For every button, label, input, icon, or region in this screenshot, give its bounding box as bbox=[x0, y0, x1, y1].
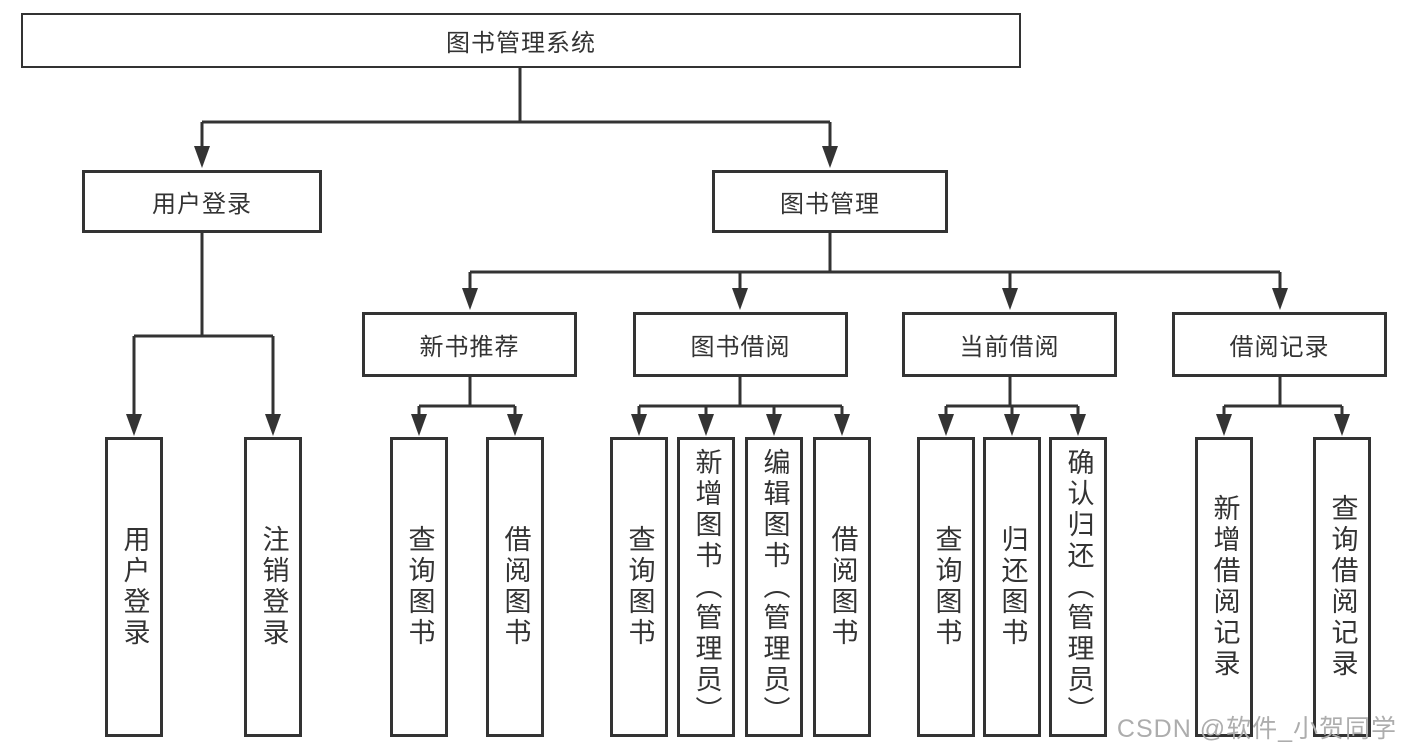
leaf-return-books: 归还图书 bbox=[983, 437, 1041, 737]
leaf-query-borrow-record: 查询借阅记录 bbox=[1313, 437, 1371, 737]
node-current-borrowing: 当前借阅 bbox=[902, 312, 1117, 377]
connector-recommend bbox=[417, 377, 517, 418]
leaf-add-books-admin: 新增图书（管理员） bbox=[677, 437, 735, 737]
connector-records bbox=[1222, 377, 1344, 418]
node-user-login: 用户登录 bbox=[82, 170, 322, 233]
leaf-query-books-current: 查询图书 bbox=[917, 437, 975, 737]
connector-borrow bbox=[637, 377, 844, 418]
leaf-borrow-books: 借阅图书 bbox=[813, 437, 871, 737]
leaf-query-books-recommend: 查询图书 bbox=[390, 437, 448, 737]
connector-current bbox=[944, 377, 1080, 418]
node-root: 图书管理系统 bbox=[21, 13, 1021, 68]
leaf-edit-books-admin: 编辑图书（管理员） bbox=[745, 437, 803, 737]
leaf-confirm-return-admin: 确认归还（管理员） bbox=[1049, 437, 1107, 737]
node-book-management: 图书管理 bbox=[712, 170, 948, 233]
node-new-book-recommend: 新书推荐 bbox=[362, 312, 577, 377]
node-borrow-records: 借阅记录 bbox=[1172, 312, 1387, 377]
leaf-logout: 注销登录 bbox=[244, 437, 302, 737]
node-book-borrowing: 图书借阅 bbox=[633, 312, 848, 377]
arrowheads bbox=[126, 146, 1350, 436]
leaf-query-books-borrow: 查询图书 bbox=[610, 437, 668, 737]
leaf-borrow-books-recommend: 借阅图书 bbox=[486, 437, 544, 737]
connector-user-login bbox=[132, 233, 275, 418]
connector-management bbox=[468, 233, 1282, 292]
connector-root bbox=[200, 68, 832, 150]
leaf-add-borrow-record: 新增借阅记录 bbox=[1195, 437, 1253, 737]
leaf-user-login: 用户登录 bbox=[105, 437, 163, 737]
csdn-watermark: CSDN @软件_小贺同学 bbox=[1116, 715, 1397, 743]
